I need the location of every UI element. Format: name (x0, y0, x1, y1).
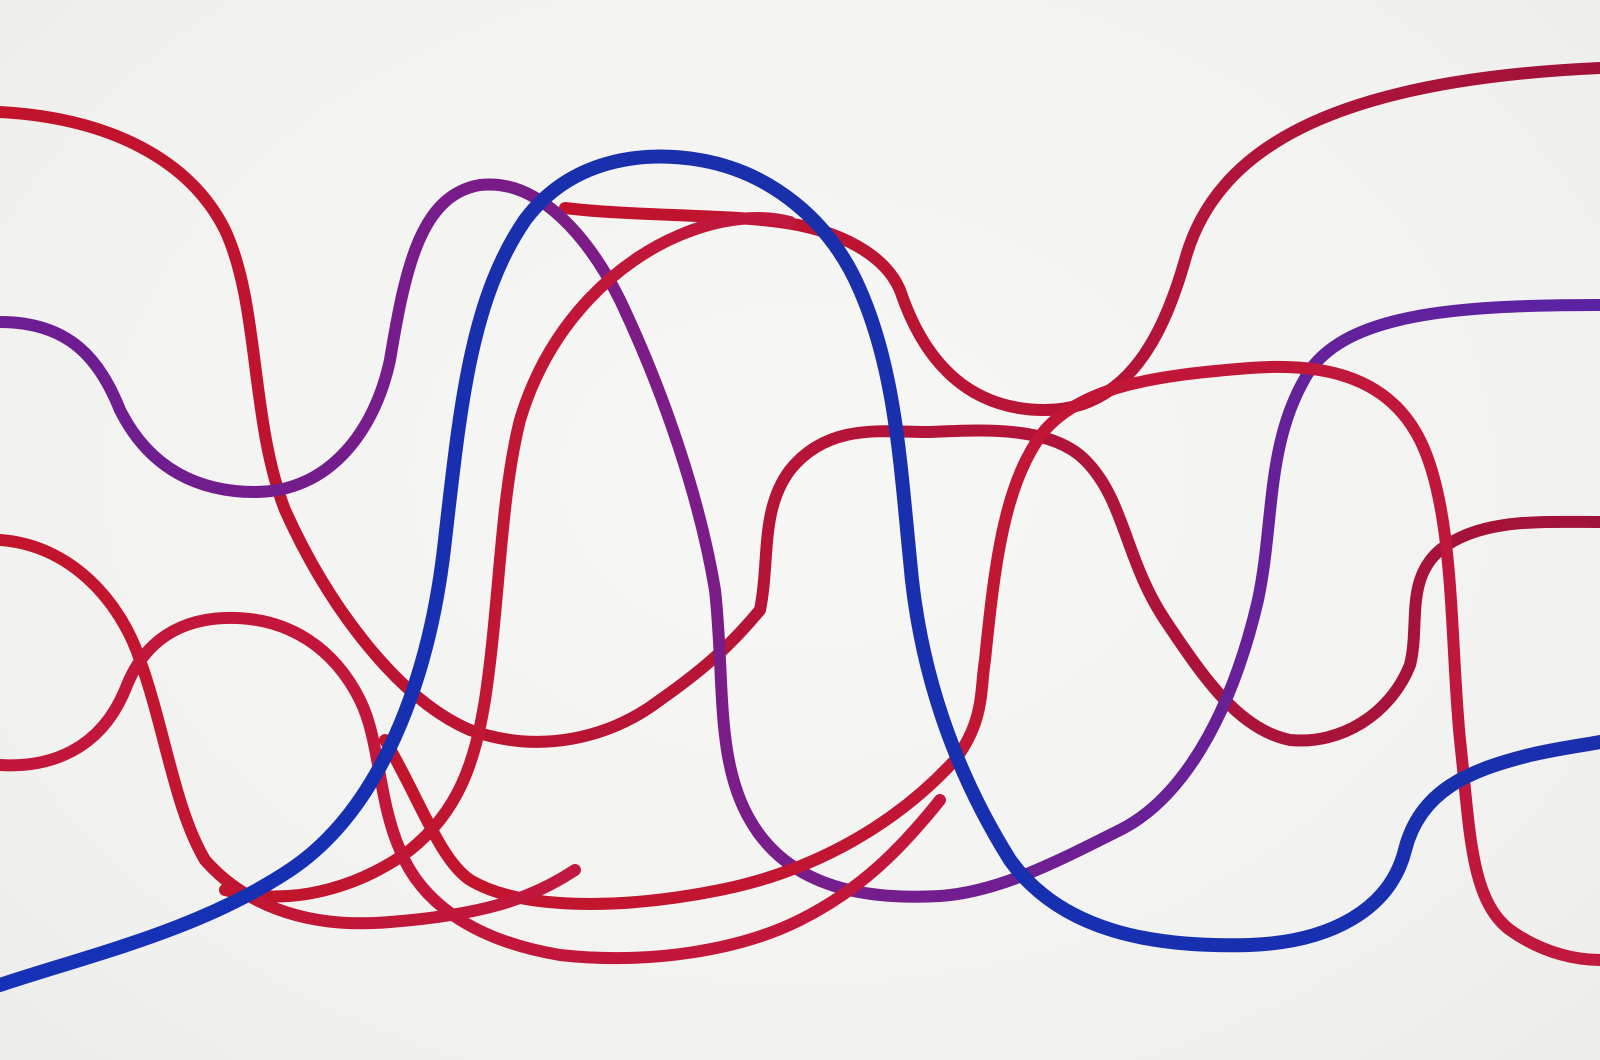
strand-red-bottom-loop (0, 611, 946, 965)
strand-top-wave (0, 106, 1600, 748)
strand-top-right-wave (559, 62, 1600, 416)
strand-blue-main (0, 149, 1600, 992)
strand-violet-left (0, 178, 1600, 903)
strand-red-lower-left (0, 534, 581, 930)
strand-red-big-arch (219, 212, 796, 903)
strand-red-arch-center (379, 360, 1600, 966)
